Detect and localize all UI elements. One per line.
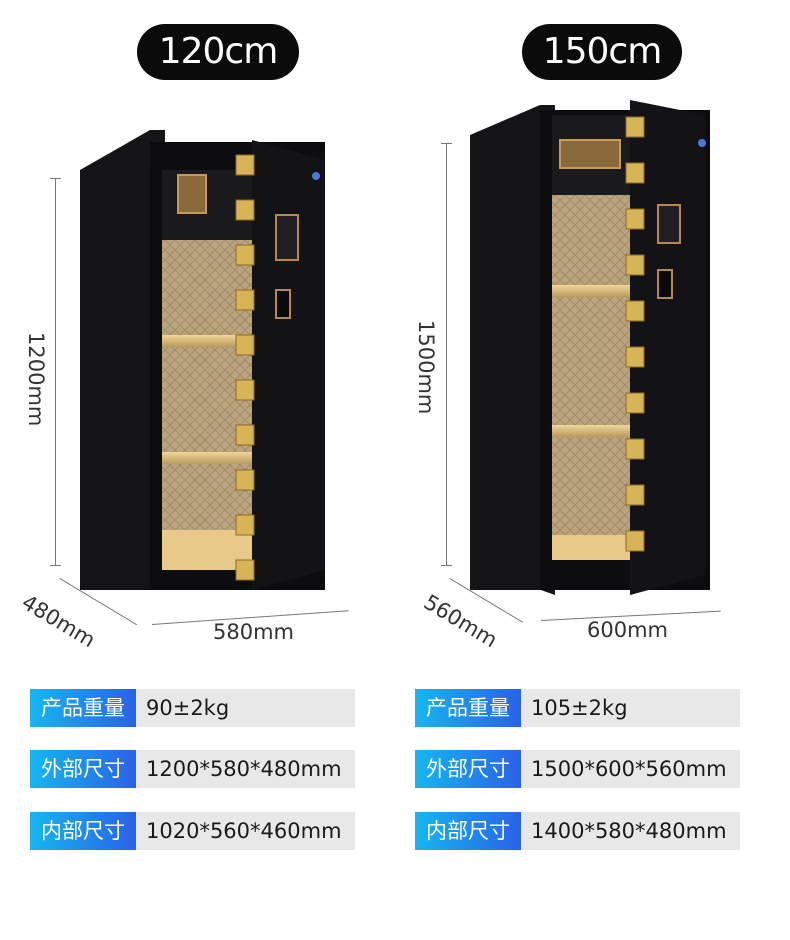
safe-illustration-150 bbox=[470, 100, 710, 595]
height-dim-line-150 bbox=[446, 143, 447, 566]
spec-label: 内部尺寸 bbox=[30, 812, 136, 850]
dim-cap bbox=[441, 143, 452, 144]
dim-cap bbox=[50, 565, 61, 566]
spec-value: 1400*580*480mm bbox=[521, 812, 740, 850]
size-badge-120: 120cm bbox=[137, 24, 299, 80]
spec-label: 产品重量 bbox=[415, 689, 521, 727]
spec-label: 产品重量 bbox=[30, 689, 136, 727]
depth-dim-label-120: 480mm bbox=[17, 590, 100, 653]
spec-value: 90±2kg bbox=[136, 689, 355, 727]
safe-interior bbox=[552, 195, 632, 560]
spec-value: 1020*560*460mm bbox=[136, 812, 355, 850]
safe-door bbox=[252, 140, 325, 590]
height-dim-line-120 bbox=[55, 178, 56, 566]
spec-value: 1200*580*480mm bbox=[136, 750, 355, 788]
spec-label: 外部尺寸 bbox=[415, 750, 521, 788]
width-dim-label-150: 600mm bbox=[587, 618, 668, 642]
height-dim-label-120: 1200mm bbox=[24, 332, 48, 427]
spec-value: 105±2kg bbox=[521, 689, 740, 727]
spec-value: 1500*600*560mm bbox=[521, 750, 740, 788]
size-badge-150: 150cm bbox=[522, 24, 682, 80]
safe-illustration-120 bbox=[80, 130, 325, 590]
safe-door bbox=[630, 100, 705, 595]
spec-label: 内部尺寸 bbox=[415, 812, 521, 850]
height-dim-label-150: 1500mm bbox=[414, 320, 438, 415]
width-dim-label-120: 580mm bbox=[213, 620, 294, 644]
dim-cap bbox=[441, 565, 452, 566]
spec-label: 外部尺寸 bbox=[30, 750, 136, 788]
dim-cap bbox=[50, 178, 61, 179]
